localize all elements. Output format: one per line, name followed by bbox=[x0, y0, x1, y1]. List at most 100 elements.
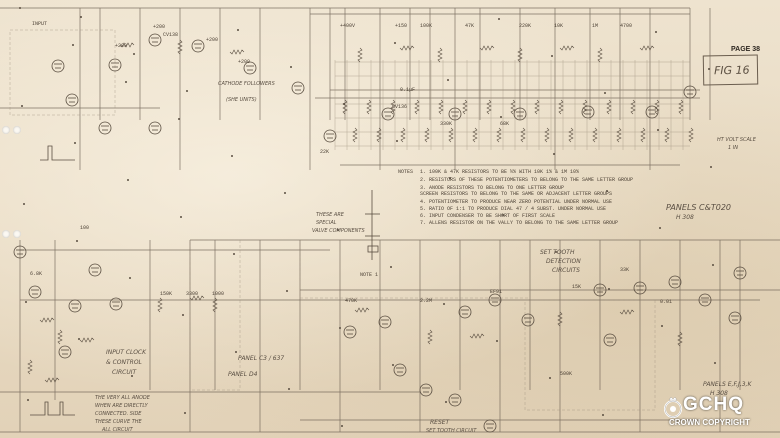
junction-dot bbox=[286, 290, 288, 292]
notes-line: 3. ANODE RESISTORS TO BELONG TO ONE LETT… bbox=[420, 185, 565, 191]
valve-symbol bbox=[381, 107, 395, 121]
junction-dot bbox=[184, 412, 186, 414]
resistor-symbol bbox=[479, 45, 495, 51]
valve-symbol bbox=[13, 245, 27, 259]
component-value: 1M bbox=[592, 23, 599, 29]
junction-dot bbox=[551, 55, 553, 57]
block-label: SET TOOTH CIRCUIT bbox=[426, 428, 477, 434]
block-label: CIRCUITS bbox=[552, 267, 580, 274]
component-value: 2.2M bbox=[420, 298, 433, 304]
resistor-symbol bbox=[510, 99, 516, 115]
special-component bbox=[367, 245, 379, 253]
junction-dot bbox=[655, 31, 657, 33]
notes-heading: NOTES bbox=[398, 169, 414, 175]
notes-line: 6. INPUT CONDENSER TO BE SHORT OF FIRST … bbox=[420, 213, 556, 219]
component-value: 47K bbox=[465, 23, 475, 29]
component-value: +200 bbox=[206, 37, 219, 43]
resistor-symbol bbox=[438, 99, 444, 115]
page-number: PAGE 38 bbox=[731, 46, 761, 53]
junction-dot bbox=[290, 66, 292, 68]
resistor-symbol bbox=[544, 127, 550, 143]
resistor-symbol bbox=[414, 99, 420, 115]
resistor-symbol bbox=[437, 47, 443, 63]
resistor-symbol bbox=[399, 45, 415, 51]
resistor-symbol bbox=[357, 47, 363, 63]
junction-dot bbox=[343, 103, 345, 105]
block-label: RESET bbox=[430, 419, 450, 426]
side-note: ALL CIRCUIT bbox=[102, 427, 133, 433]
junction-dot bbox=[714, 362, 716, 364]
side-note: CONNECTED. SIDE bbox=[95, 411, 142, 417]
block-label: & CONTROL bbox=[106, 359, 142, 366]
logo-wordmark: GCHQ bbox=[683, 394, 744, 415]
component-value: 15K bbox=[572, 284, 582, 290]
junction-dot bbox=[502, 214, 504, 216]
notes-line: 1. 100K & 47K RESISTORS TO BE ½% WITH 10… bbox=[420, 169, 580, 175]
junction-dot bbox=[27, 399, 29, 401]
resistor-symbol bbox=[352, 127, 358, 143]
valve-symbol bbox=[148, 121, 162, 135]
component-value: 220K bbox=[519, 23, 532, 29]
block-label: SPECIAL bbox=[316, 220, 337, 226]
junction-dot bbox=[341, 425, 343, 427]
junction-dot bbox=[555, 251, 557, 253]
junction-dot bbox=[394, 42, 396, 44]
resistor-symbol bbox=[424, 127, 430, 143]
component-value: 22K bbox=[320, 149, 330, 155]
junction-dot bbox=[657, 129, 659, 131]
resistor-symbol bbox=[119, 42, 135, 48]
resistor-symbol bbox=[472, 127, 478, 143]
junction-dot bbox=[80, 16, 82, 18]
side-note: HT VOLT SCALE bbox=[717, 137, 756, 143]
junction-dot bbox=[21, 105, 23, 107]
junction-dot bbox=[131, 375, 133, 377]
resistor-symbol bbox=[376, 127, 382, 143]
junction-dot bbox=[392, 364, 394, 366]
junction-dot bbox=[74, 142, 76, 144]
resistor-symbol bbox=[559, 45, 575, 51]
waveform-sketch bbox=[30, 401, 75, 416]
junction-dot bbox=[78, 338, 80, 340]
valve-symbol bbox=[728, 311, 742, 325]
copyright-caption: CROWN COPYRIGHT bbox=[669, 418, 750, 427]
junction-dot bbox=[288, 388, 290, 390]
junction-dot bbox=[129, 277, 131, 279]
panel-boundary bbox=[9, 29, 116, 116]
side-note: THESE CURVE THE bbox=[95, 419, 142, 425]
junction-dot bbox=[390, 266, 392, 268]
valve-symbol bbox=[513, 107, 527, 121]
resistor-symbol bbox=[678, 99, 684, 115]
punch-hole bbox=[2, 126, 10, 134]
component-value: 10K bbox=[554, 23, 564, 29]
junction-dot bbox=[23, 203, 25, 205]
side-note: WHEN ARE DIRECTLY bbox=[95, 403, 148, 409]
resistor-symbol bbox=[342, 99, 348, 115]
junction-dot bbox=[498, 18, 500, 20]
side-note: THE VERY ALL ANODE bbox=[95, 395, 150, 401]
notes-line: SCREEN RESISTORS TO BELONG TO THE SAME O… bbox=[420, 191, 613, 197]
valve-symbol bbox=[323, 129, 337, 143]
component-value: +200 bbox=[115, 43, 128, 49]
valve-symbol bbox=[343, 325, 357, 339]
valve-symbol bbox=[68, 299, 82, 313]
block-label: SET TOOTH bbox=[540, 249, 575, 256]
panel-label: PANEL C3 / 637 bbox=[238, 355, 285, 362]
resistor-symbol bbox=[229, 49, 245, 55]
notes-line: 5. RATIO OF 1:1 TO PRODUCE DIAL 47 / 4 S… bbox=[420, 206, 607, 212]
valve-symbol bbox=[483, 419, 497, 433]
valve-symbol bbox=[419, 383, 433, 397]
panel-label: PANELS E,F,J,3,K bbox=[703, 381, 752, 388]
gchq-logo: GCHQ CROWN COPYRIGHT bbox=[662, 394, 774, 434]
resistor-symbol bbox=[688, 127, 694, 143]
panel-label-sub: H 308 bbox=[676, 214, 694, 221]
resistor-symbol bbox=[157, 297, 163, 313]
tube-type: EF91 bbox=[490, 289, 503, 295]
valve-symbol bbox=[581, 105, 595, 119]
punch-hole bbox=[2, 230, 10, 238]
component-value: 33K bbox=[620, 267, 630, 273]
valve-symbol bbox=[148, 33, 162, 47]
junction-dot bbox=[178, 118, 180, 120]
component-value: 4700 bbox=[620, 23, 633, 29]
junction-dot bbox=[337, 229, 339, 231]
